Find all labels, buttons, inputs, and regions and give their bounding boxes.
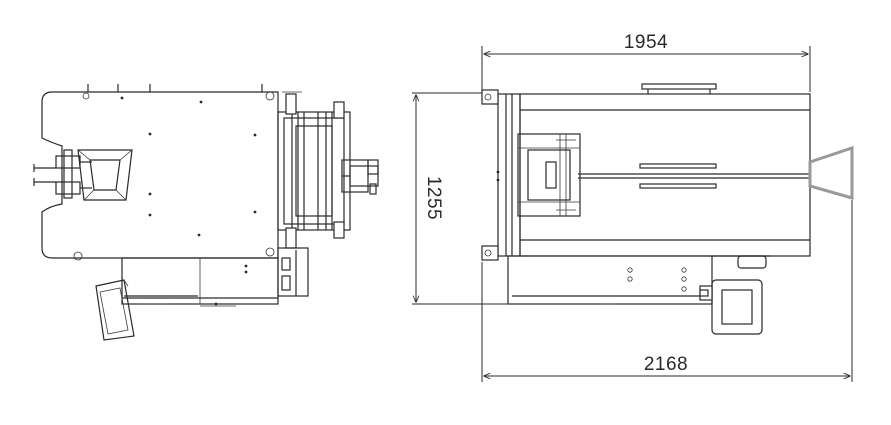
dimension-label-1954: 1954 bbox=[624, 32, 668, 53]
dimension-label-2168: 2168 bbox=[644, 354, 688, 375]
side-view bbox=[481, 83, 854, 335]
conveyor-section bbox=[277, 91, 351, 249]
feeder-fittings bbox=[33, 149, 92, 199]
top-view bbox=[33, 84, 379, 341]
dimension-width-bottom: 2168 bbox=[481, 200, 853, 382]
dimension-label-1255: 1255 bbox=[423, 176, 444, 220]
side-motor bbox=[341, 159, 379, 195]
discharge-chute bbox=[808, 145, 854, 200]
electrical-box bbox=[277, 247, 309, 297]
central-mechanism bbox=[517, 133, 581, 217]
lower-base bbox=[507, 255, 713, 305]
hopper bbox=[77, 149, 133, 201]
top-pins bbox=[87, 84, 263, 92]
main-frame bbox=[519, 93, 811, 257]
mounting-holes bbox=[120, 96, 257, 237]
base-holes bbox=[627, 267, 687, 292]
dimension-width-top: 1954 bbox=[481, 32, 811, 92]
hmi-panel-left bbox=[95, 279, 198, 341]
base-frame bbox=[121, 257, 279, 307]
top-handle bbox=[641, 83, 717, 90]
hmi-panel-right bbox=[699, 279, 763, 335]
body-plate bbox=[41, 91, 279, 259]
dimension-height: 1255 bbox=[412, 92, 508, 305]
